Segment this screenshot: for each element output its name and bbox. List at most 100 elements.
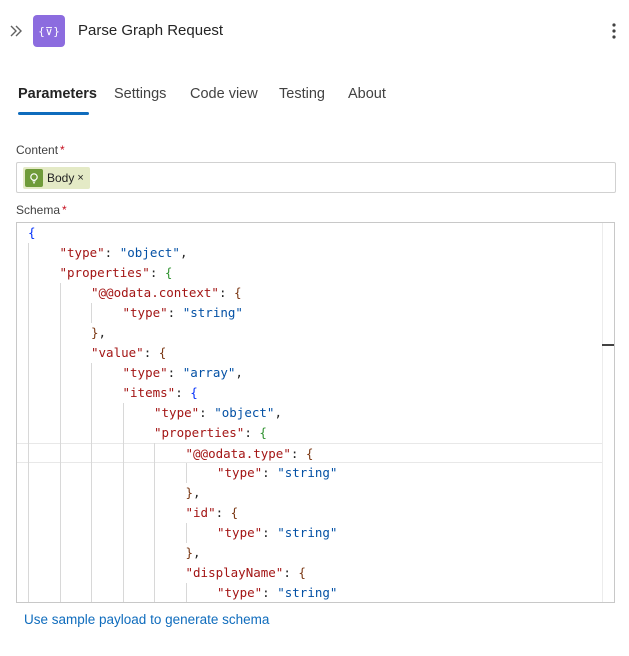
tab-testing[interactable]: Testing [279, 86, 325, 102]
code-token: "type" [122, 305, 168, 320]
code-token: { [259, 425, 267, 440]
code-token: , [235, 365, 243, 380]
code-token: { [190, 385, 198, 400]
code-token: { [298, 565, 306, 580]
indent-guide [59, 283, 61, 602]
indent-guide [91, 363, 92, 602]
code-token: "id" [185, 505, 216, 520]
action-header: {⊽} Parse Graph Request [0, 0, 629, 64]
code-token: } [185, 485, 194, 500]
more-options-icon[interactable] [604, 20, 624, 42]
code-token: { [28, 225, 36, 240]
schema-editor[interactable]: {"type": "object","properties": {"@@odat… [16, 222, 615, 603]
code-token: : [167, 305, 183, 320]
code-line[interactable]: "value": { [17, 343, 602, 363]
code-token: "object" [119, 245, 180, 260]
content-field-label: Content* [16, 143, 65, 157]
code-token: { [230, 505, 239, 520]
code-area[interactable]: {"type": "object","properties": {"@@odat… [17, 223, 602, 602]
trigger-icon [25, 169, 43, 187]
code-token: "string" [277, 585, 338, 600]
code-token: , [179, 245, 188, 260]
code-token: : [175, 385, 191, 400]
tab-about[interactable]: About [348, 86, 386, 102]
token-label: Body [47, 171, 75, 185]
indent-guide [154, 443, 155, 602]
code-token: , [193, 545, 201, 560]
code-token: "type" [59, 245, 105, 260]
code-line[interactable]: "items": { [17, 383, 602, 403]
collapse-panel-icon[interactable] [9, 22, 25, 40]
token-remove-icon[interactable]: × [77, 172, 84, 184]
code-line[interactable]: "properties": { [17, 263, 602, 283]
code-token: : [104, 245, 120, 260]
required-marker: * [60, 143, 65, 157]
code-token: : [290, 446, 306, 461]
svg-text:{⊽}: {⊽} [38, 25, 60, 38]
code-token: "string" [277, 465, 338, 480]
code-token: { [158, 345, 167, 360]
code-token: } [91, 325, 99, 340]
code-token: "items" [122, 385, 176, 400]
code-token: { [234, 285, 242, 300]
code-token: : [143, 345, 159, 360]
tab-settings[interactable]: Settings [114, 86, 167, 102]
code-token: : [218, 285, 234, 300]
code-line[interactable]: "type": "array", [17, 363, 602, 383]
code-line[interactable]: "type": "string" [17, 523, 602, 543]
code-token: "string" [277, 525, 338, 540]
code-token: "@@odata.type" [185, 446, 291, 461]
indent-guide [122, 403, 124, 602]
code-token: "object" [214, 405, 275, 420]
parse-json-icon: {⊽} [33, 15, 65, 47]
code-line[interactable]: }, [17, 543, 602, 563]
code-token: , [274, 405, 282, 420]
code-token: "type" [217, 465, 263, 480]
use-sample-payload-link[interactable]: Use sample payload to generate schema [24, 612, 270, 627]
code-token: : [167, 365, 183, 380]
code-token: : [215, 505, 231, 520]
code-token: "value" [91, 345, 144, 360]
code-line[interactable]: "type": "string" [17, 583, 602, 602]
code-line[interactable]: "@@odata.type": { [17, 443, 602, 463]
code-token: "properties" [154, 425, 245, 440]
indent-guide [185, 583, 187, 602]
code-line[interactable]: "properties": { [17, 423, 602, 443]
scrollbar-position-marker [602, 344, 614, 346]
code-token: : [149, 265, 165, 280]
code-line[interactable]: "type": "string" [17, 303, 602, 323]
code-token: "@@odata.context" [91, 285, 219, 300]
tab-list: Parameters Settings Code view Testing Ab… [0, 82, 629, 118]
code-line[interactable]: "type": "string" [17, 463, 602, 483]
code-token: "type" [122, 365, 168, 380]
code-line[interactable]: "id": { [17, 503, 602, 523]
code-token: "displayName" [185, 565, 284, 580]
code-line[interactable]: "displayName": { [17, 563, 602, 583]
schema-label-text: Schema [16, 203, 61, 217]
code-line[interactable]: "type": "object", [17, 243, 602, 263]
code-line[interactable]: "@@odata.context": { [17, 283, 602, 303]
code-token: : [262, 525, 278, 540]
code-token: "type" [217, 525, 263, 540]
code-line[interactable]: }, [17, 323, 602, 343]
content-label-text: Content [16, 143, 59, 157]
active-tab-indicator [18, 112, 89, 115]
code-token: "properties" [59, 265, 150, 280]
code-line[interactable]: }, [17, 483, 602, 503]
code-token: : [283, 565, 299, 580]
code-line[interactable]: "type": "object", [17, 403, 602, 423]
content-input[interactable]: Body × [16, 162, 616, 193]
tab-parameters[interactable]: Parameters [18, 86, 97, 102]
code-token: : [262, 465, 278, 480]
code-token: : [262, 585, 278, 600]
tab-code-view[interactable]: Code view [190, 86, 258, 102]
body-token[interactable]: Body × [23, 167, 90, 189]
action-title[interactable]: Parse Graph Request [78, 22, 224, 39]
code-line[interactable]: { [17, 223, 602, 243]
indent-guide [185, 523, 187, 543]
code-token: "type" [217, 585, 263, 600]
code-token: "string" [182, 305, 243, 320]
editor-scrollbar[interactable] [602, 223, 614, 602]
code-token: , [193, 485, 201, 500]
code-token: "type" [154, 405, 200, 420]
